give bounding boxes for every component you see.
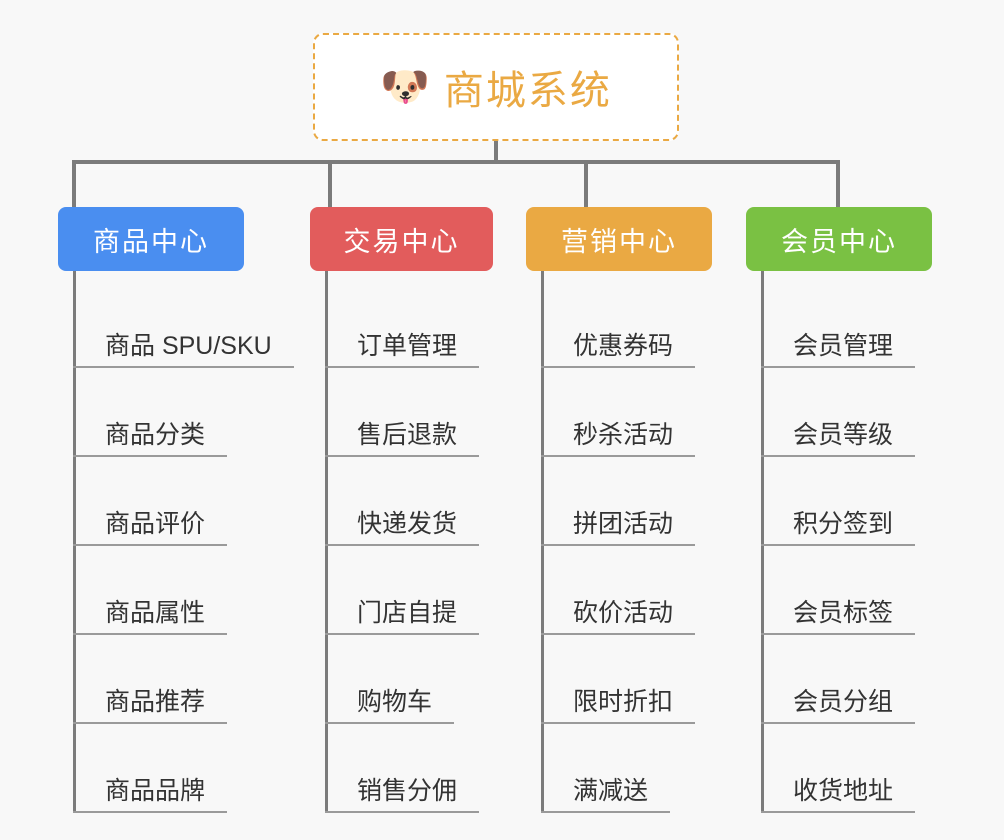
leaf-label: 满减送 [541, 777, 671, 813]
shiba-dog-face-icon: 🐶 [380, 65, 430, 109]
leaf-label: 会员等级 [761, 421, 916, 457]
leaf-label: 商品 SPU/SKU [73, 332, 294, 368]
leaf-item[interactable]: 积分签到 [746, 457, 932, 546]
leaf-item[interactable]: 收货地址 [746, 724, 932, 813]
leaf-label: 商品评价 [73, 510, 228, 546]
leaf-item[interactable]: 拼团活动 [526, 457, 712, 546]
leaf-item[interactable]: 会员管理 [746, 279, 932, 368]
leaf-label: 会员分组 [761, 688, 916, 724]
leaf-item[interactable]: 商品 SPU/SKU [58, 279, 294, 368]
leaf-label: 会员管理 [761, 332, 916, 368]
leaf-item[interactable]: 商品品牌 [58, 724, 244, 813]
branch-header-member-center[interactable]: 会员中心 [746, 207, 932, 271]
branch-header-label: 营销中心 [561, 226, 677, 257]
leaf-list-member-center: 会员管理 会员等级 积分签到 会员标签 会员分组 收货地址 [746, 271, 932, 813]
leaf-item[interactable]: 会员分组 [746, 635, 932, 724]
branch-drop-connector-1 [72, 160, 76, 207]
leaf-list-product-center: 商品 SPU/SKU 商品分类 商品评价 商品属性 商品推荐 商品品牌 [58, 271, 294, 813]
leaf-spine [73, 271, 76, 813]
leaf-item[interactable]: 会员等级 [746, 368, 932, 457]
leaf-label: 订单管理 [325, 332, 480, 368]
leaf-label: 拼团活动 [541, 510, 696, 546]
branch-column-trade-center: 交易中心 订单管理 售后退款 快递发货 门店自提 购物车 销售分佣 [310, 207, 493, 813]
leaf-label: 会员标签 [761, 599, 916, 635]
leaf-spine [325, 271, 328, 813]
leaf-item[interactable]: 门店自提 [310, 546, 493, 635]
leaf-label: 商品分类 [73, 421, 228, 457]
leaf-item[interactable]: 商品属性 [58, 546, 244, 635]
branch-header-marketing-center[interactable]: 营销中心 [526, 207, 712, 271]
branch-drop-connector-2 [328, 160, 332, 207]
branch-column-product-center: 商品中心 商品 SPU/SKU 商品分类 商品评价 商品属性 商品推荐 商品品牌 [58, 207, 294, 813]
branch-header-trade-center[interactable]: 交易中心 [310, 207, 493, 271]
leaf-item[interactable]: 购物车 [310, 635, 493, 724]
leaf-label: 限时折扣 [541, 688, 696, 724]
leaf-label: 销售分佣 [325, 777, 480, 813]
leaf-label: 快递发货 [325, 510, 480, 546]
root-title: 商城系统 [443, 69, 612, 113]
leaf-item[interactable]: 订单管理 [310, 279, 493, 368]
branch-drop-connector-4 [836, 160, 840, 207]
leaf-label: 门店自提 [325, 599, 480, 635]
root-node[interactable]: 🐶 商城系统 [313, 33, 679, 141]
leaf-list-marketing-center: 优惠券码 秒杀活动 拼团活动 砍价活动 限时折扣 满减送 [526, 271, 712, 813]
leaf-label: 商品推荐 [73, 688, 228, 724]
leaf-label: 砍价活动 [541, 599, 696, 635]
root-stem-connector [494, 141, 498, 162]
leaf-item[interactable]: 秒杀活动 [526, 368, 712, 457]
leaf-label: 售后退款 [325, 421, 480, 457]
leaf-item[interactable]: 快递发货 [310, 457, 493, 546]
branch-drop-connector-3 [584, 160, 588, 207]
leaf-label: 商品属性 [73, 599, 228, 635]
leaf-label: 收货地址 [761, 777, 916, 813]
leaf-item[interactable]: 商品分类 [58, 368, 244, 457]
branch-column-marketing-center: 营销中心 优惠券码 秒杀活动 拼团活动 砍价活动 限时折扣 满减送 [526, 207, 712, 813]
leaf-label: 积分签到 [761, 510, 916, 546]
leaf-label: 秒杀活动 [541, 421, 696, 457]
leaf-label: 购物车 [325, 688, 455, 724]
leaf-item[interactable]: 商品推荐 [58, 635, 244, 724]
leaf-list-trade-center: 订单管理 售后退款 快递发货 门店自提 购物车 销售分佣 [310, 271, 493, 813]
leaf-item[interactable]: 满减送 [526, 724, 712, 813]
leaf-item[interactable]: 商品评价 [58, 457, 244, 546]
leaf-item[interactable]: 限时折扣 [526, 635, 712, 724]
leaf-label: 优惠券码 [541, 332, 696, 368]
branch-header-label: 交易中心 [343, 226, 460, 257]
leaf-spine [541, 271, 544, 813]
leaf-spine [761, 271, 764, 813]
leaf-item[interactable]: 销售分佣 [310, 724, 493, 813]
branch-column-member-center: 会员中心 会员管理 会员等级 积分签到 会员标签 会员分组 收货地址 [746, 207, 932, 813]
branch-header-label: 商品中心 [93, 226, 209, 257]
branch-header-product-center[interactable]: 商品中心 [58, 207, 244, 271]
branch-header-label: 会员中心 [781, 226, 897, 257]
branch-bus-connector [72, 160, 840, 164]
leaf-item[interactable]: 售后退款 [310, 368, 493, 457]
leaf-label: 商品品牌 [73, 777, 228, 813]
leaf-item[interactable]: 会员标签 [746, 546, 932, 635]
leaf-item[interactable]: 优惠券码 [526, 279, 712, 368]
leaf-item[interactable]: 砍价活动 [526, 546, 712, 635]
